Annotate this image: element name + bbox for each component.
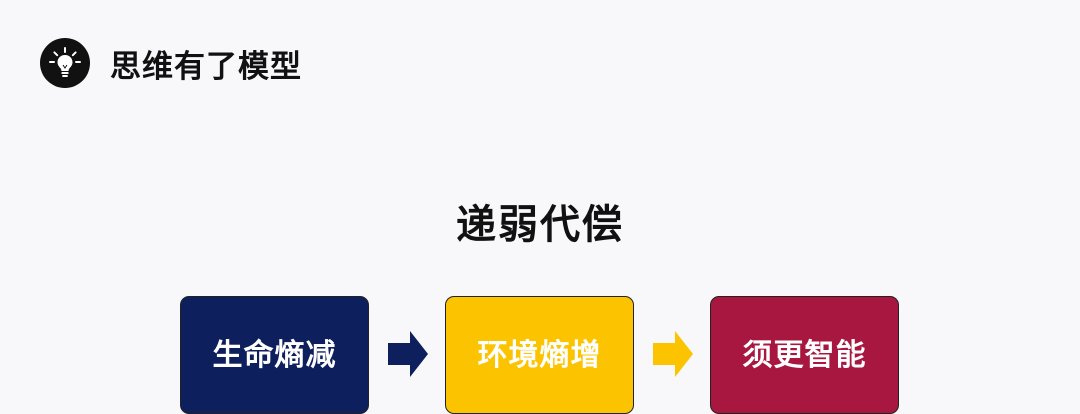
step-box-2: 环境熵增 [445, 296, 634, 414]
step-label-1: 生命熵减 [212, 338, 337, 373]
step-box-3: 须更智能 [710, 296, 899, 414]
step-label-2: 环境熵增 [477, 338, 602, 373]
step-box-1: 生命熵减 [180, 296, 369, 414]
header-title: 思维有了模型 [110, 48, 302, 85]
arrow-right-icon [388, 331, 428, 377]
header: 思维有了模型 [40, 38, 302, 88]
arrow-1-shape [388, 331, 428, 377]
arrow-right-icon [653, 331, 693, 377]
step-label-3: 须更智能 [742, 338, 867, 373]
arrow-2-shape [653, 331, 693, 377]
lightbulb-icon [40, 38, 90, 88]
diagram-title: 递弱代偿 [456, 202, 624, 248]
